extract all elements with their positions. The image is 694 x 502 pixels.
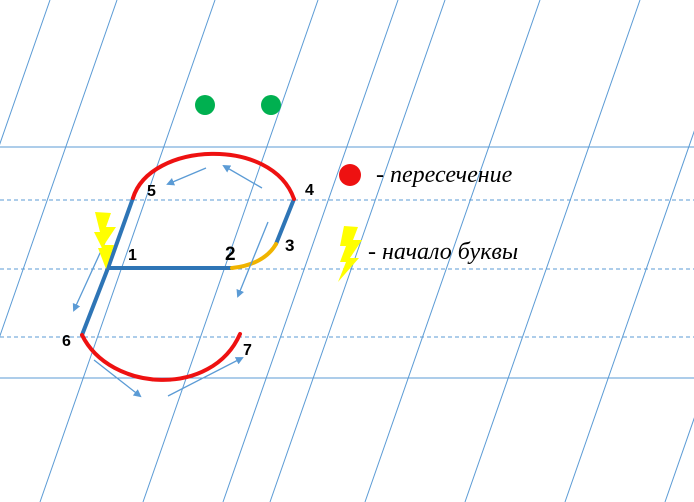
point-label-4: 4 — [305, 182, 314, 199]
arrow-bottom-right — [167, 357, 244, 397]
arrow-top-left — [166, 167, 207, 186]
slant-line — [222, 0, 399, 502]
stroke-1-to-6 — [80, 266, 110, 337]
slant-line — [269, 0, 446, 502]
arc-bottom-6-to-7 — [80, 332, 242, 382]
arrow-right-down — [236, 221, 269, 298]
stroke-hook-2-to-3 — [230, 242, 278, 270]
arrow-bottom-left — [93, 359, 142, 398]
slant-line — [664, 417, 694, 502]
arc-top-5-to-4 — [131, 151, 296, 201]
stroke-4-to-3 — [274, 197, 296, 246]
legend: - пересечение - начало буквы — [338, 162, 518, 282]
point-label-3: 3 — [285, 236, 294, 255]
point-label-2: 2 — [225, 244, 236, 265]
red-dot-icon — [339, 164, 361, 186]
green-dot-right — [261, 95, 281, 115]
green-dot-left — [195, 95, 215, 115]
lightning-bolt-icon — [94, 212, 116, 269]
slant-line — [564, 130, 694, 502]
stroke-5-to-1 — [106, 196, 135, 270]
point-label-5: 5 — [147, 183, 156, 200]
slant-line — [0, 0, 118, 338]
point-label-1: 1 — [128, 247, 137, 264]
slant-line — [364, 0, 541, 502]
point-label-7: 7 — [243, 342, 252, 359]
lightning-bolt-legend-icon — [338, 226, 362, 282]
slant-line — [0, 0, 51, 145]
slant-line — [464, 0, 641, 502]
arrow-top-right — [222, 164, 263, 189]
slant-line — [39, 0, 216, 502]
point-label-6: 6 — [62, 333, 71, 350]
slant-line — [142, 0, 319, 502]
letter-main-strokes — [80, 196, 296, 337]
legend-intersection-text: - пересечение — [376, 162, 513, 188]
legend-letter-start-text: - начало буквы — [368, 239, 518, 265]
direction-arrows — [72, 164, 269, 398]
